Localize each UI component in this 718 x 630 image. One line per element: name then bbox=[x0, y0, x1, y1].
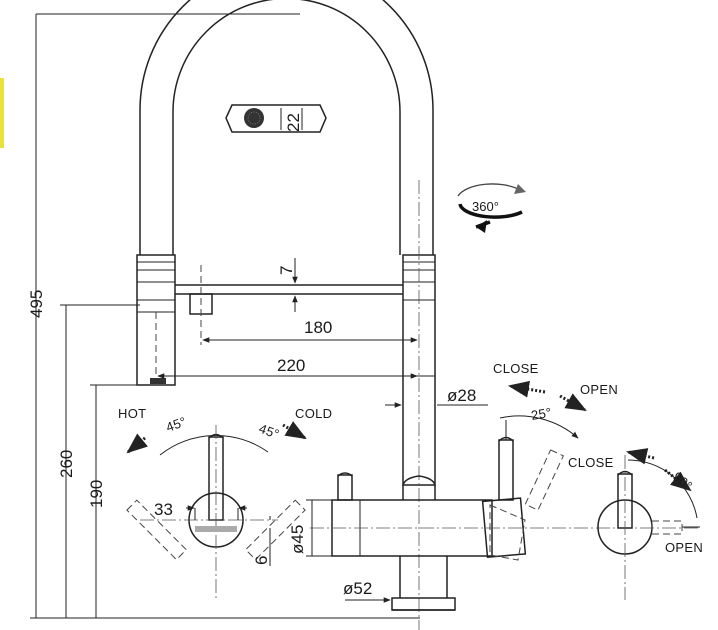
spray-head bbox=[136, 254, 176, 386]
label-angle-side: 90° bbox=[670, 469, 695, 494]
spray-nozzle-detail bbox=[225, 104, 327, 133]
label-hot: HOT bbox=[118, 406, 146, 421]
label-angle-hot: 45° bbox=[164, 414, 188, 435]
spout-arch bbox=[139, 0, 434, 255]
accent-tab bbox=[0, 78, 4, 148]
label-angle-lever: 25° bbox=[530, 405, 553, 423]
dim-handle-small: 6 bbox=[252, 556, 271, 565]
label-angle-cold: 45° bbox=[257, 421, 281, 442]
label-close-side: CLOSE bbox=[568, 455, 614, 470]
dim-reach-inner: 180 bbox=[304, 318, 332, 337]
faucet-body bbox=[402, 180, 436, 630]
dim-base-diameter: ø52 bbox=[343, 579, 372, 598]
label-open-top: OPEN bbox=[580, 382, 618, 397]
spray-arm bbox=[175, 265, 403, 345]
rotation-arrow-icon bbox=[457, 183, 526, 233]
dim-spray-width: 22 bbox=[284, 113, 303, 132]
label-cold: COLD bbox=[295, 406, 332, 421]
dim-body-diameter: ø28 bbox=[447, 386, 476, 405]
height-dimension-lines bbox=[30, 13, 420, 619]
filter-valve-side-view bbox=[597, 448, 700, 600]
dim-spout-height: 260 bbox=[57, 450, 76, 478]
dim-spray-gap: 7 bbox=[277, 266, 296, 275]
dim-total-height: 495 bbox=[27, 290, 46, 318]
dim-reach-outer: 220 bbox=[277, 356, 305, 375]
label-open-side: OPEN bbox=[665, 540, 703, 555]
dim-outlet-height: 190 bbox=[87, 480, 106, 508]
label-close-top: CLOSE bbox=[493, 361, 539, 376]
valve-body bbox=[310, 436, 700, 561]
mixer-side-view bbox=[126, 421, 307, 600]
dim-valve-diameter: ø45 bbox=[288, 525, 307, 554]
dim-handle-offset: 33 bbox=[154, 500, 173, 519]
spray-nozzle-icon bbox=[244, 108, 264, 128]
faucet-base bbox=[391, 556, 456, 611]
lever-angle-indicator bbox=[499, 380, 587, 440]
rotation-label: 360° bbox=[472, 199, 499, 214]
